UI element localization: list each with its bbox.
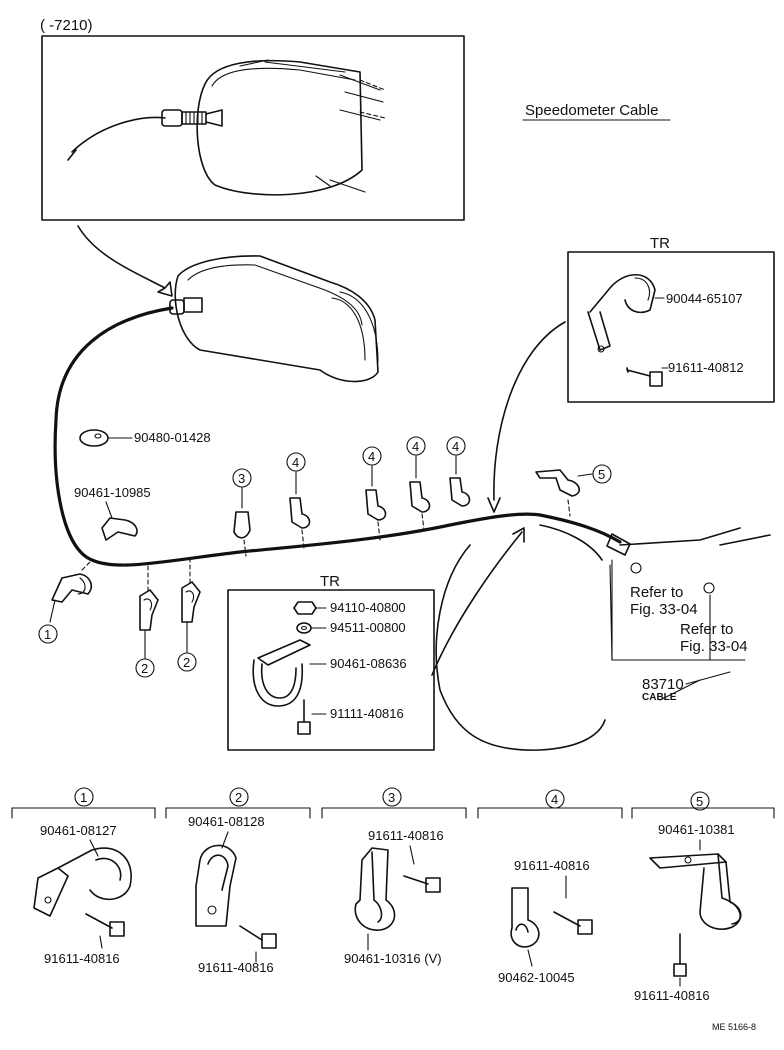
clip-4b: 4 (362, 446, 387, 541)
group-2-part-1: 90461-08128 (188, 814, 265, 829)
group-1-part-2: 91611-40816 (44, 951, 120, 966)
cable-part-number: 83710 (642, 676, 684, 693)
tr-arrow (493, 321, 566, 501)
tr-mid-part-1: 94110-40800 (330, 600, 406, 615)
group-5-number: 5 (696, 794, 703, 809)
callout-1-circle (38, 624, 58, 644)
group-2-number: 2 (235, 790, 242, 805)
group-1-circle (74, 787, 94, 807)
group-4-part-2: 90462-10045 (498, 970, 575, 985)
clamp-part: 90461-10985 (74, 485, 151, 500)
clip-1-on-cable: 1 (38, 559, 93, 644)
refer-1-line2: Fig. 33-04 (630, 601, 698, 618)
instrument-cluster (169, 255, 379, 383)
callout-2b-circle (177, 652, 197, 672)
group-2-part-2: 91611-40816 (198, 960, 274, 975)
callout-4c-circle (406, 436, 426, 456)
group-5-parts: 90461-10381 91611-40816 (634, 822, 742, 1003)
group-1-parts: 90461-08127 91611-40816 (33, 823, 132, 966)
diagram-title: Speedometer Cable (525, 102, 658, 119)
group-3-parts: 91611-40816 90461-10316 (V) (344, 828, 444, 966)
group-4-parts: 91611-40816 90462-10045 (498, 858, 593, 985)
group-3-circle (382, 787, 402, 807)
clip-3-on-cable: 3 (232, 468, 252, 557)
callout-3: 3 (238, 471, 245, 486)
group-3-part-1: 91611-40816 (368, 828, 444, 843)
refer-labels: Refer to Fig. 33-04 Refer to Fig. 33-04 … (611, 559, 748, 703)
tr-mid-part-4: 91111-40816 (330, 706, 404, 721)
group-1-number: 1 (80, 790, 87, 805)
group-headers: 1 2 3 4 5 (11, 787, 775, 819)
refer-2-line2: Fig. 33-04 (680, 638, 748, 655)
group-5-circle (690, 791, 710, 811)
group-4-part-1: 91611-40816 (514, 858, 590, 873)
clip-4a: 4 (286, 452, 311, 549)
clip-4d: 4 (446, 436, 471, 507)
callout-2b: 2 (183, 655, 190, 670)
callout-2a-circle (135, 658, 155, 678)
tr-top-box: TR 90044-65107 91611-40812 (567, 235, 775, 403)
callout-4b: 4 (368, 449, 375, 464)
callout-4d-circle (446, 436, 466, 456)
tr-mid-box: TR 94110-40800 94511-00800 90461-08636 9… (227, 573, 435, 751)
callout-5: 5 (598, 467, 605, 482)
group-5-part-2: 91611-40816 (634, 988, 710, 1003)
clamp-90461-10985: 90461-10985 (74, 485, 151, 541)
refer-1-line1: Refer to (630, 584, 683, 601)
tr-top-part-2: 91611-40812 (668, 360, 744, 375)
clip-4c: 4 (406, 436, 431, 531)
inset-box: ( -7210) (40, 17, 465, 221)
group-1-part-1: 90461-08127 (40, 823, 117, 838)
callout-1: 1 (44, 627, 51, 642)
group-4-circle (545, 789, 565, 809)
grommet: 90480-01428 (79, 429, 211, 447)
callout-5-circle (592, 464, 612, 484)
tr-mid-part-2: 94511-00800 (330, 620, 406, 635)
group-2-parts: 90461-08128 91611-40816 (188, 814, 277, 975)
grommet-part: 90480-01428 (134, 430, 211, 445)
group-3-part-2: 90461-10316 (V) (344, 951, 442, 966)
group-2-circle (229, 787, 249, 807)
clip-2a-on-cable: 2 (135, 565, 159, 678)
callout-4d: 4 (452, 439, 459, 454)
group-4-number: 4 (551, 792, 558, 807)
footer-code: ME 5166-8 (712, 1022, 756, 1032)
speedometer-cable (53, 306, 622, 567)
callout-4b-circle (362, 446, 382, 466)
refer-2-line1: Refer to (680, 621, 733, 638)
cable-word: CABLE (642, 692, 677, 703)
bracket-5: 5 (535, 464, 612, 517)
callout-4a: 4 (292, 455, 299, 470)
tr-mid-part-3: 90461-08636 (330, 656, 407, 671)
callout-3-circle (232, 468, 252, 488)
callout-4a-circle (286, 452, 306, 472)
inset-label: ( -7210) (40, 17, 93, 34)
tr-top-part-1: 90044-65107 (666, 291, 743, 306)
tr-mid-label: TR (320, 573, 340, 590)
clip-2b-on-cable: 2 (177, 557, 201, 672)
group-3-number: 3 (388, 790, 395, 805)
group-5-part-1: 90461-10381 (658, 822, 735, 837)
tr-top-label: TR (650, 235, 670, 252)
callout-2a: 2 (141, 661, 148, 676)
inset-pointer (77, 225, 173, 297)
callout-4c: 4 (412, 439, 419, 454)
